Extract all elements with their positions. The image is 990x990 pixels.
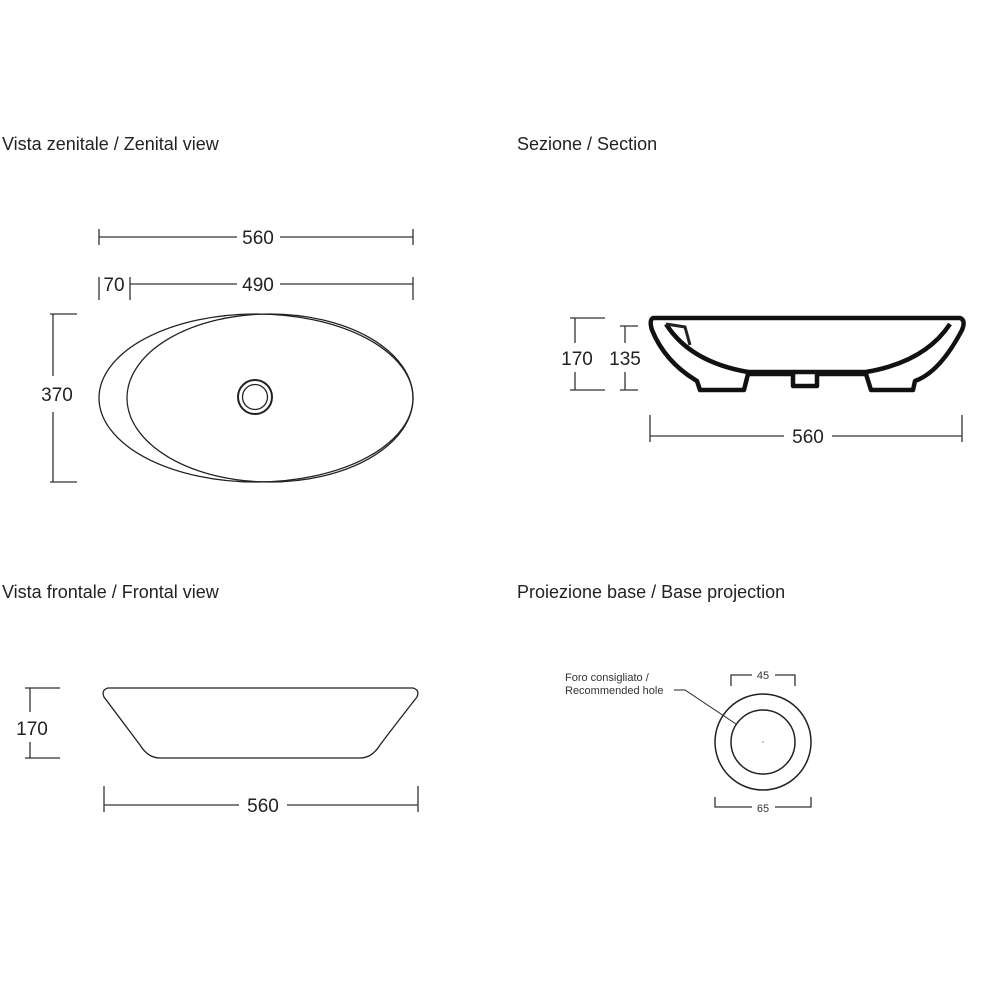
svg-text:70: 70: [103, 275, 124, 296]
svg-text:65: 65: [757, 803, 769, 815]
dimension-height-170: 170: [16, 687, 60, 759]
zenital-title: Vista zenitale / Zenital view: [2, 134, 220, 154]
base-projection: Proiezione base / Base projection Foro c…: [517, 582, 812, 815]
hole-label-line1: Foro consigliato /: [565, 672, 650, 684]
svg-text:490: 490: [242, 275, 274, 296]
base-outer-circle: [714, 693, 812, 791]
basin-front-outline: [102, 687, 419, 759]
svg-text:45: 45: [757, 670, 769, 682]
section-view: Sezione / Section 170 135 560: [517, 134, 966, 448]
leader-line: [674, 689, 737, 725]
frontal-view: Vista frontale / Frontal view 170 560: [2, 582, 419, 817]
dimension-rim-inner: 70 490: [98, 275, 414, 300]
svg-text:170: 170: [16, 719, 48, 740]
zenital-view: Vista zenitale / Zenital view 560 70 490…: [2, 134, 414, 483]
svg-text:370: 370: [41, 385, 73, 406]
dimension-width-560: 560: [103, 786, 419, 817]
hole-label-line2: Recommended hole: [565, 685, 663, 697]
dimension-width-560: 560: [98, 228, 414, 249]
svg-text:135: 135: [609, 349, 641, 370]
dimension-65: 65: [714, 797, 812, 815]
svg-text:560: 560: [242, 228, 274, 249]
dimension-45: 45: [730, 670, 796, 686]
basin-outline-outer: [98, 313, 414, 483]
svg-text:170: 170: [561, 349, 593, 370]
svg-text:560: 560: [247, 796, 279, 817]
basin-inner-wall: [664, 322, 952, 375]
basin-outline-inner: [126, 313, 414, 483]
svg-text:560: 560: [792, 427, 824, 448]
dimension-width-560: 560: [649, 415, 963, 448]
dimension-depth-370: 370: [41, 313, 77, 483]
drain-icon: [237, 379, 273, 415]
basin-section-profile: [648, 315, 966, 393]
dimension-height-170: 170: [561, 317, 605, 391]
section-title: Sezione / Section: [517, 134, 657, 154]
dimension-height-135: 135: [609, 325, 641, 391]
recommended-hole-circle: [730, 709, 796, 775]
frontal-title: Vista frontale / Frontal view: [2, 582, 220, 602]
base-title: Proiezione base / Base projection: [517, 582, 785, 602]
